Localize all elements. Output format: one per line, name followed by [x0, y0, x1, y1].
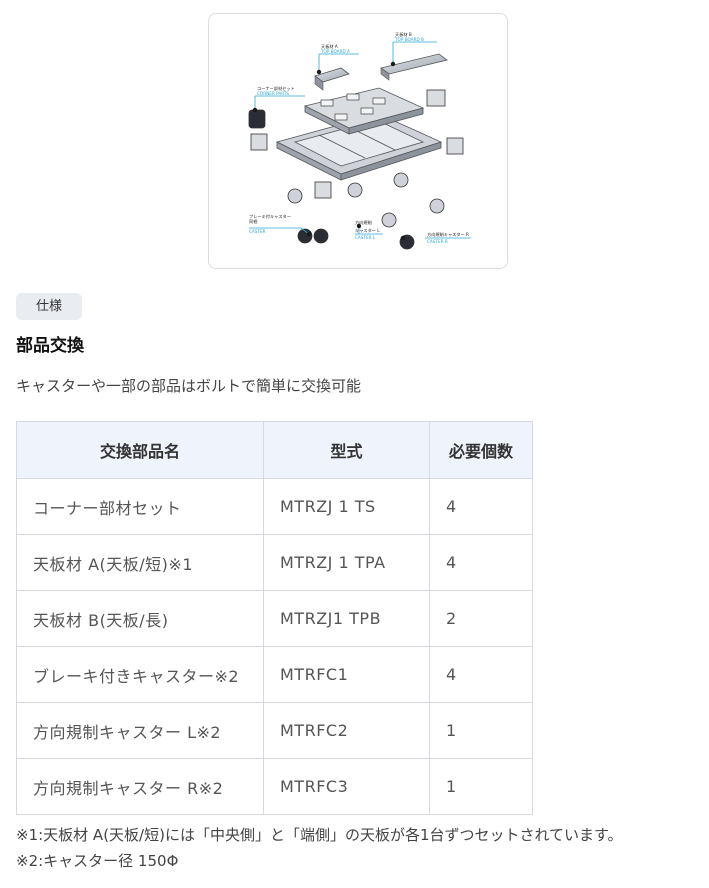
quantity-cell: 1	[429, 758, 533, 815]
quantity-cell: 4	[429, 534, 533, 591]
table-row: 天板材 B(天板/長) MTRZJ1 TPB 2	[16, 590, 533, 647]
label-caster-r: 方向規制キャスター R	[427, 231, 469, 238]
model-cell: MTRFC2	[263, 702, 430, 759]
parts-table: 交換部品名 型式 必要個数 コーナー部材セット MTRZJ 1 TS 4 天板材…	[16, 421, 533, 815]
parts-diagram-illustration: 天板材 A TOP BOARD A 天板材 B TOP BOARD B コーナー…	[248, 31, 471, 250]
quantity-cell: 4	[429, 478, 533, 535]
label-brake-sub: 同梱	[249, 218, 257, 225]
corner-parts	[248, 89, 464, 199]
label-caster-r-en: CASTER R	[427, 239, 448, 244]
footnote-2: ※2:キャスター径 150Φ	[16, 852, 179, 870]
label-top-b: 天板材 B	[395, 31, 412, 38]
part-name-cell: コーナー部材セット	[16, 478, 264, 535]
callout-lines	[249, 41, 471, 239]
top-board-a	[314, 67, 350, 91]
table-row: コーナー部材セット MTRZJ 1 TS 4	[16, 478, 533, 535]
part-name-cell: 方向規制キャスター R※2	[16, 758, 264, 815]
label-top-a: 天板材 A	[321, 43, 338, 50]
frame-base	[275, 113, 443, 181]
model-cell: MTRFC1	[263, 646, 430, 703]
model-cell: MTRZJ 1 TPA	[263, 534, 430, 591]
model-cell: MTRZJ 1 TS	[263, 478, 430, 535]
part-name-cell: 天板材 B(天板/長)	[16, 590, 264, 647]
quantity-cell: 1	[429, 702, 533, 759]
table-header-row: 交換部品名 型式 必要個数	[16, 421, 533, 479]
label-top-b-en: TOP BOARD B	[394, 37, 424, 42]
section-title: 部品交換	[16, 336, 84, 356]
table-row: ブレーキ付きキャスター※2 MTRFC1 4	[16, 646, 533, 703]
label-brake-en: CASTER	[249, 229, 266, 234]
spec-tag: 仕様	[16, 293, 82, 320]
top-board-b	[380, 53, 448, 81]
label-caster-l: 方向規制	[355, 219, 372, 226]
frame-upper	[303, 87, 425, 135]
footnote-1: ※1:天板材 A(天板/短)には「中央側」と「端側」の天板が各1台ずつセットされ…	[16, 826, 623, 844]
table-row: 天板材 A(天板/短)※1 MTRZJ 1 TPA 4	[16, 534, 533, 591]
label-brake: ブレーキ付キャスター	[249, 213, 291, 220]
label-corner-en: CORNER PARTS	[257, 91, 289, 96]
label-caster-l-en: CASTER L	[355, 235, 376, 240]
header-part-name: 交換部品名	[16, 421, 264, 479]
part-name-cell: 方向規制キャスター L※2	[16, 702, 264, 759]
lead-text: キャスターや一部の部品はボルトで簡単に交換可能	[16, 377, 362, 395]
callout-dots	[252, 61, 406, 241]
label-caster-l2: キャスター L	[355, 227, 380, 234]
part-name-cell: ブレーキ付きキャスター※2	[16, 646, 264, 703]
label-top-a-en: TOP BOARD A	[320, 49, 350, 54]
quantity-cell: 4	[429, 646, 533, 703]
table-row: 方向規制キャスター L※2 MTRFC2 1	[16, 702, 533, 759]
label-corner: コーナー部材セット	[257, 85, 295, 92]
model-cell: MTRFC3	[263, 758, 430, 815]
quantity-cell: 2	[429, 590, 533, 647]
footnotes: ※1:天板材 A(天板/短)には「中央側」と「端側」の天板が各1台ずつセットされ…	[16, 822, 623, 874]
table-row: 方向規制キャスター R※2 MTRFC3 1	[16, 758, 533, 815]
header-model: 型式	[263, 421, 430, 479]
header-quantity: 必要個数	[429, 421, 533, 479]
parts-diagram: 天板材 A TOP BOARD A 天板材 B TOP BOARD B コーナー…	[208, 13, 508, 269]
model-cell: MTRZJ1 TPB	[263, 590, 430, 647]
part-name-cell: 天板材 A(天板/短)※1	[16, 534, 264, 591]
casters	[287, 172, 445, 250]
